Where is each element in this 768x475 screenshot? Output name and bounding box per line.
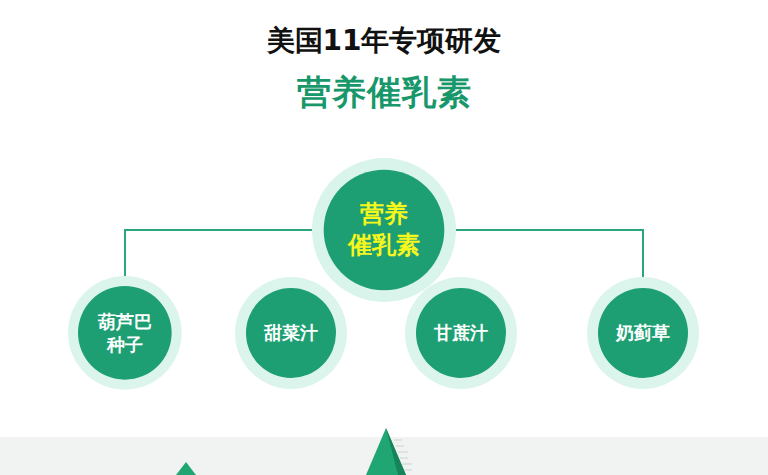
circle-label: 营养 催乳素	[342, 199, 426, 261]
small-peak	[176, 462, 196, 475]
circle-label: 葫芦巴 种子	[94, 310, 156, 357]
circle-label: 甘蔗汁	[430, 321, 492, 344]
ingredient-circle: 甘蔗汁	[405, 277, 517, 389]
subtitle: 营养催乳素	[0, 70, 768, 116]
ingredient-circle: 甜菜汁	[235, 277, 347, 389]
circle-label: 甜菜汁	[260, 321, 322, 344]
circle-outline	[312, 158, 456, 302]
ingredient-circle: 奶蓟草	[587, 277, 699, 389]
ingredient-circle: 营养 催乳素	[312, 158, 456, 302]
ingredient-circle: 葫芦巴 种子	[68, 276, 182, 390]
connector	[456, 230, 643, 277]
title: 美国11年专项研发	[0, 22, 768, 60]
circle-label: 奶蓟草	[612, 321, 674, 344]
connector	[125, 230, 312, 276]
ruler-ticks	[394, 440, 412, 470]
circle-outline	[68, 276, 182, 390]
